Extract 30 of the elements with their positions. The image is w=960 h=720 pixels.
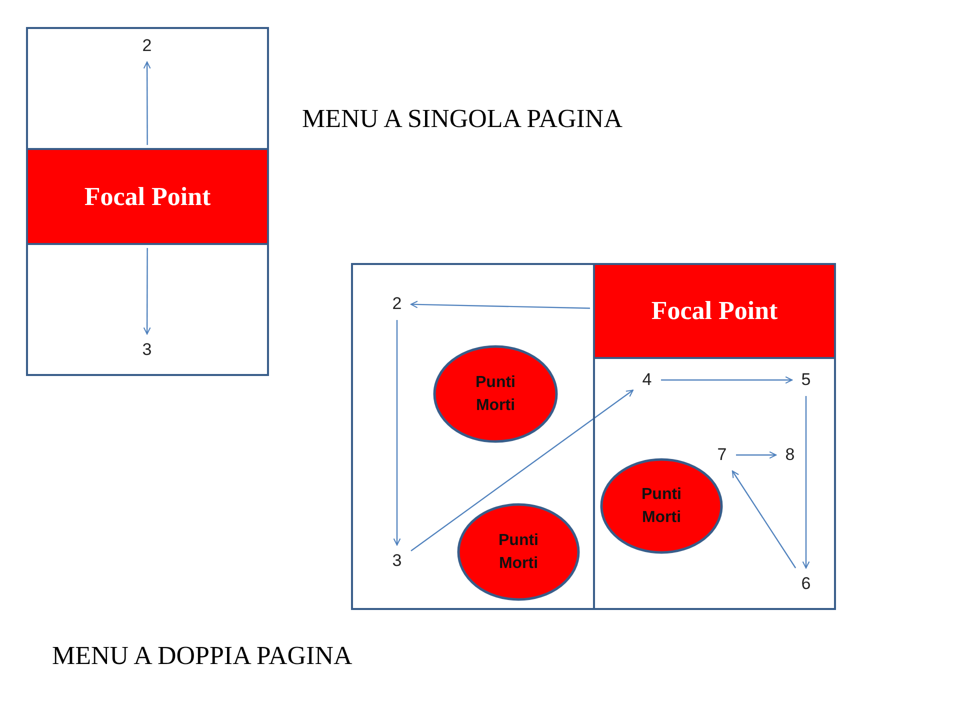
focal-point-label: Focal Point <box>651 296 778 326</box>
arrow <box>143 248 151 335</box>
arrow <box>410 390 634 552</box>
step-number: 3 <box>142 340 152 360</box>
arrow <box>736 451 777 459</box>
dead-zone-label: Punti Morti <box>640 484 682 528</box>
arrow <box>410 300 590 309</box>
heading: MENU A SINGOLA PAGINA <box>302 104 622 134</box>
step-number: 5 <box>801 370 811 390</box>
step-number: 8 <box>785 445 795 465</box>
step-number: 6 <box>801 574 811 594</box>
step-number: 3 <box>392 551 402 571</box>
heading: MENU A DOPPIA PAGINA <box>52 641 352 671</box>
step-number: 2 <box>392 294 402 314</box>
step-number: 2 <box>142 36 152 56</box>
page-frame <box>593 263 836 610</box>
arrow <box>393 320 401 546</box>
step-number: 4 <box>642 370 652 390</box>
page-frame <box>26 27 269 376</box>
focal-point-band <box>593 263 836 359</box>
arrow <box>143 61 151 145</box>
arrow <box>661 376 793 384</box>
focal-point-label: Focal Point <box>84 182 211 212</box>
step-number: 7 <box>717 445 727 465</box>
arrow <box>732 470 796 568</box>
dead-zone-label: Punti Morti <box>474 372 516 416</box>
focal-point-band <box>26 148 269 245</box>
arrow <box>802 396 810 569</box>
page-frame <box>351 263 595 610</box>
dead-zone-label: Punti Morti <box>498 530 540 574</box>
